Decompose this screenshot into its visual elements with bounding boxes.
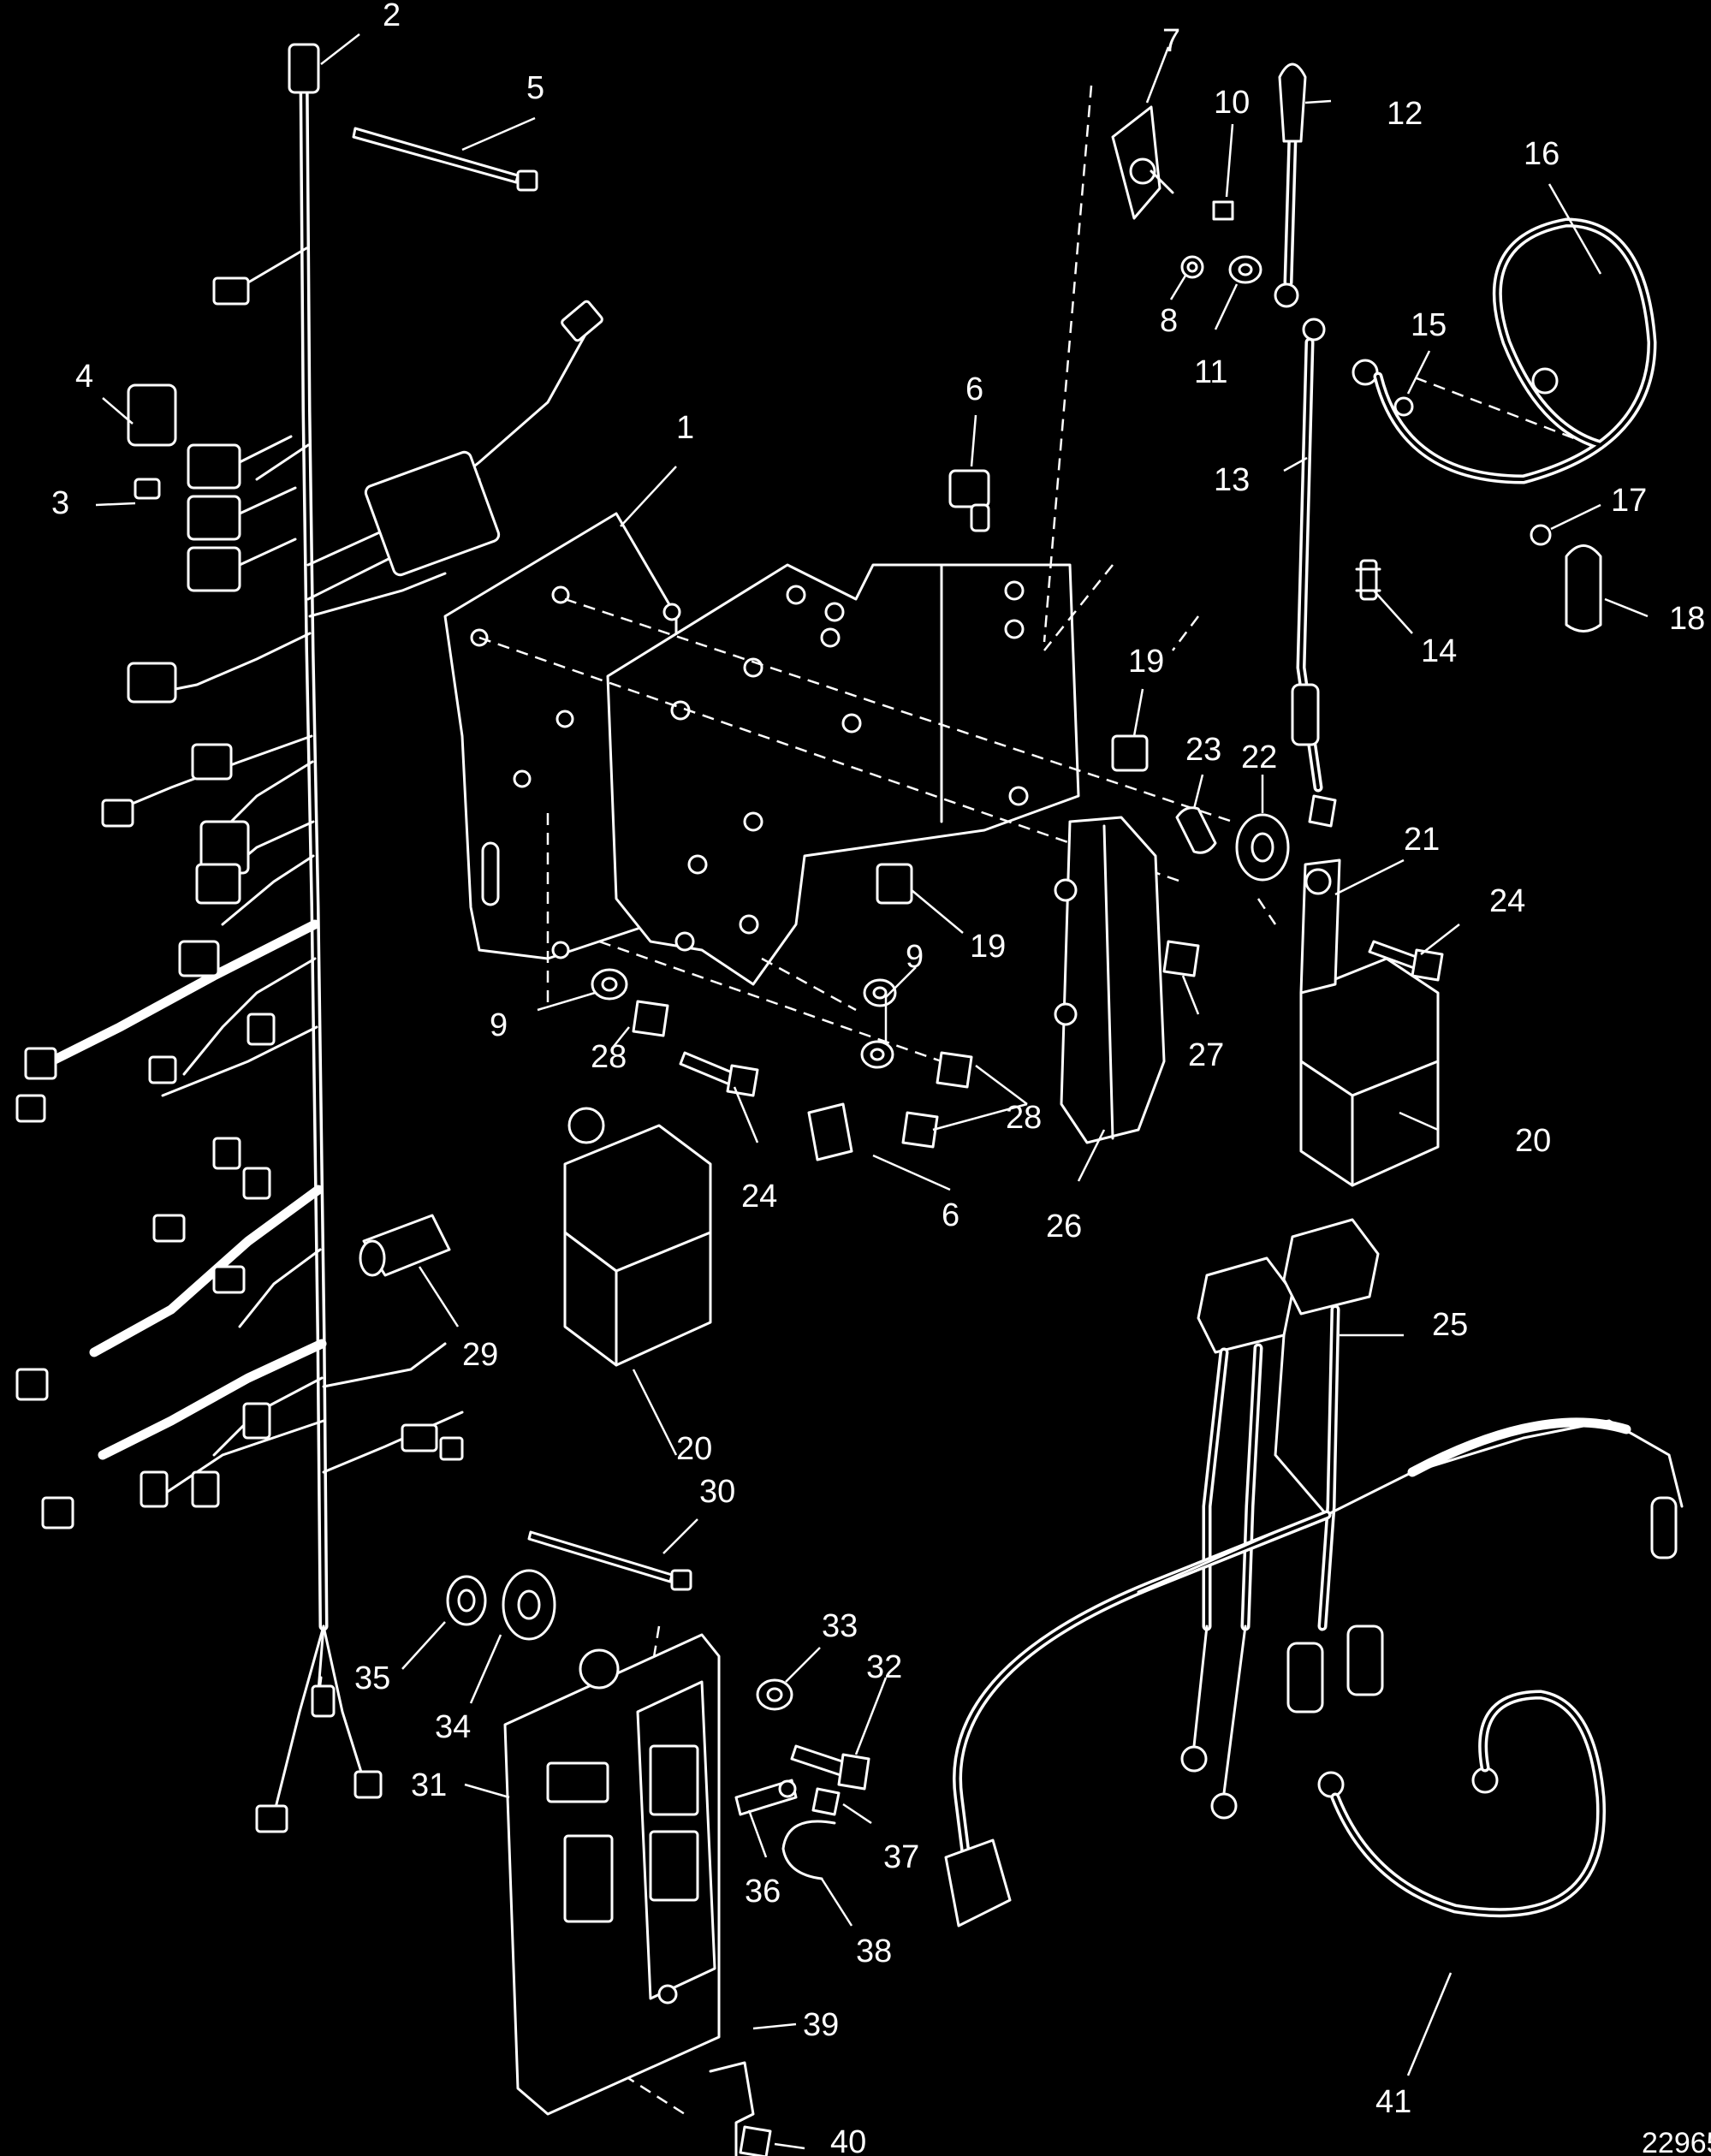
ground-cable-16: [1352, 217, 1657, 484]
main-wiring-harness: [15, 43, 603, 1833]
callout-35: 35: [354, 1660, 390, 1696]
cable-boot-18: [1565, 544, 1602, 633]
clip-19-upper: [1111, 734, 1149, 772]
callout-33: 33: [822, 1608, 858, 1644]
callout-31: 31: [411, 1767, 447, 1803]
callout-28-right: 28: [1006, 1100, 1042, 1136]
callout-25: 25: [1432, 1307, 1468, 1343]
callout-8: 8: [1160, 303, 1178, 339]
callout-6-lower: 6: [942, 1197, 959, 1233]
callout-11: 11: [1194, 354, 1227, 390]
washer-9-right-b: [860, 1040, 894, 1069]
screw-40: [739, 2125, 772, 2156]
washer-9-right-a: [863, 978, 897, 1007]
sleeve-35: [446, 1575, 487, 1626]
callout-28-left: 28: [591, 1039, 627, 1075]
callout-41: 41: [1375, 2084, 1411, 2120]
washer-9-left: [591, 968, 628, 1001]
callout-23: 23: [1185, 732, 1221, 768]
callout-5: 5: [526, 70, 544, 106]
callout-9-right: 9: [906, 939, 924, 975]
callout-19-lower: 19: [970, 929, 1006, 965]
callout-1: 1: [676, 410, 694, 446]
relay-20-right: [1299, 957, 1440, 1187]
bracket-39: [709, 2061, 755, 2156]
engine-control-module: [503, 1633, 721, 2116]
nut-17: [1530, 524, 1552, 546]
callout-30: 30: [699, 1474, 735, 1510]
screw-32: [790, 1744, 870, 1791]
callout-21: 21: [1404, 822, 1440, 858]
callout-14: 14: [1421, 633, 1457, 669]
fuse-14: [1355, 559, 1381, 601]
screw-28-left: [632, 1000, 669, 1037]
relay-bracket-26: [1054, 816, 1166, 1144]
callout-4: 4: [75, 359, 93, 395]
screw-28-right: [901, 1051, 973, 1149]
figure-code: 22965: [1642, 2127, 1711, 2156]
callout-37: 37: [883, 1839, 919, 1875]
callout-24-lower: 24: [741, 1179, 777, 1215]
callout-12: 12: [1387, 96, 1423, 132]
screw-37: [811, 1787, 841, 1816]
callout-40: 40: [830, 2124, 866, 2156]
screw-24-right: [1368, 940, 1444, 982]
washer-33: [756, 1678, 793, 1711]
nut-8: [1180, 255, 1204, 279]
nut-15: [1393, 396, 1414, 417]
clip-38: [781, 1820, 836, 1880]
callout-34: 34: [435, 1709, 471, 1745]
callout-20-lower: 20: [676, 1431, 712, 1467]
callout-9-left: 9: [490, 1007, 508, 1043]
callout-labels: 1 2 3 4 5 6 6 7 8 9 9 10 11 12 13 14 15 …: [51, 0, 1711, 2156]
callout-13: 13: [1214, 462, 1250, 498]
grommet-22: [1235, 813, 1290, 882]
clip-lower: [807, 1102, 853, 1161]
cable-tie-upper: [352, 127, 538, 192]
callout-20-right: 20: [1515, 1123, 1551, 1159]
callout-26: 26: [1046, 1209, 1082, 1244]
bracket-21: [1299, 858, 1341, 995]
callout-29: 29: [462, 1337, 498, 1373]
callout-6-upper: 6: [965, 371, 983, 407]
callout-36: 36: [745, 1874, 781, 1910]
cable-13: [1291, 318, 1337, 828]
fuse-holder-group: [127, 383, 297, 592]
callout-17: 17: [1611, 483, 1647, 519]
callout-18: 18: [1669, 601, 1705, 637]
clip-upper: [948, 469, 990, 532]
grommet-34: [502, 1569, 556, 1641]
terminal-36: [734, 1779, 798, 1816]
callout-38: 38: [856, 1933, 892, 1969]
cable-tie-lower: [527, 1530, 692, 1591]
callout-15: 15: [1411, 307, 1447, 343]
callout-32: 32: [866, 1649, 902, 1685]
callout-19-upper: 19: [1128, 644, 1164, 680]
sleeve-23: [1175, 806, 1217, 854]
screw-27: [1162, 940, 1200, 977]
callout-16: 16: [1524, 136, 1560, 172]
relay-20-left: [563, 1107, 712, 1367]
callout-22: 22: [1241, 739, 1277, 775]
callout-3: 3: [51, 485, 69, 521]
connector-29: [359, 1214, 451, 1277]
screw-10: [1212, 200, 1234, 221]
callout-7: 7: [1162, 23, 1180, 59]
battery-cable-12: [1274, 62, 1307, 308]
ground-cable-41: [1317, 1690, 1607, 1918]
relay-harness-25: [944, 1218, 1684, 1927]
starter-solenoid-stud: [1111, 105, 1174, 220]
mounting-bracket: [606, 563, 1080, 986]
screw-24-left: [679, 1051, 759, 1097]
callout-24-right: 24: [1489, 883, 1525, 919]
callout-10: 10: [1214, 85, 1250, 121]
callout-27: 27: [1188, 1037, 1224, 1073]
callout-2: 2: [383, 0, 401, 33]
clip-19-lower: [876, 863, 913, 905]
callout-39: 39: [803, 2007, 839, 2043]
leader-lines: [95, 33, 1649, 2150]
washer-11: [1228, 255, 1262, 284]
